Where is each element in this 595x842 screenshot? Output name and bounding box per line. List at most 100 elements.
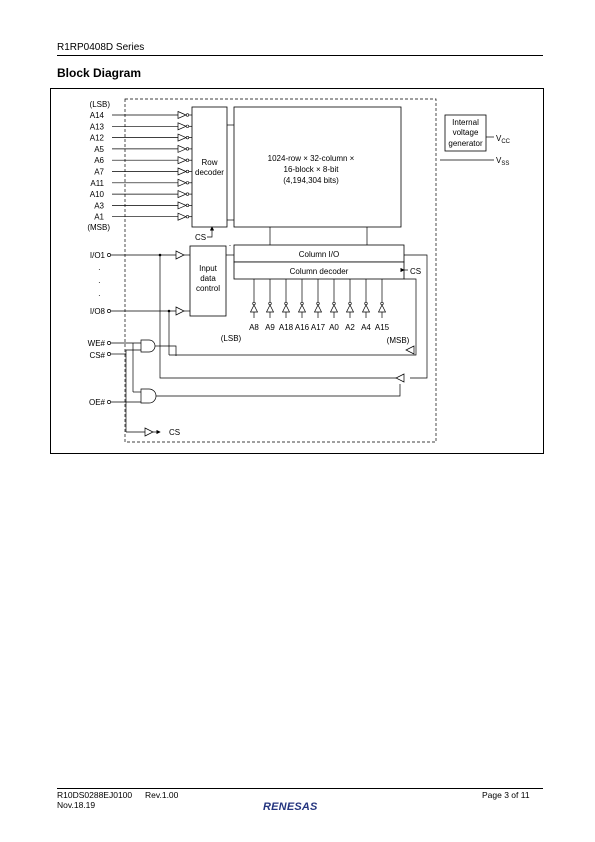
row-address-buffer xyxy=(177,156,187,165)
row-address-label: A5 xyxy=(94,145,104,154)
column-address-label: A0 xyxy=(329,323,339,332)
row-address-label: A1 xyxy=(94,213,104,222)
footer-revision: Rev.1.00 xyxy=(145,790,179,800)
column-msb-label: (MSB) xyxy=(387,336,410,345)
row-address-buffer xyxy=(177,110,187,120)
column-address-buffer xyxy=(297,304,307,313)
row-address-buffer xyxy=(177,167,187,176)
column-address-buffer xyxy=(265,304,275,313)
row-decoder-block xyxy=(191,106,228,228)
row-address-bubble xyxy=(185,192,190,196)
row-decoder-label-1: Row xyxy=(201,158,217,167)
input-data-control-line-1: Input xyxy=(199,264,218,273)
footer-date: Nov.18.19 xyxy=(57,800,96,810)
row-address-label: A14 xyxy=(90,111,105,120)
column-address-bubble xyxy=(364,301,368,306)
row-address-bubble xyxy=(185,169,190,174)
column-address-buffer xyxy=(377,304,387,313)
header-rule xyxy=(57,55,543,56)
row-decoder-cs-label: CS xyxy=(195,233,206,242)
chip-boundary xyxy=(124,98,437,443)
row-address-bubble xyxy=(185,124,190,128)
io1-label: I/O1 xyxy=(90,251,106,260)
row-address-buffer xyxy=(177,212,187,221)
renesas-logo: RENESAS xyxy=(263,801,318,813)
voltage-generator-line-1: Internal xyxy=(452,118,479,127)
io-ellipsis-3: · xyxy=(98,291,101,300)
row-address-label: A3 xyxy=(94,201,104,210)
column-address-bubble xyxy=(284,301,288,306)
oe-and-gate xyxy=(140,388,157,404)
row-address-bubble xyxy=(185,203,190,207)
row-address-buffer xyxy=(177,190,187,199)
cs-n-label: CS# xyxy=(89,351,105,360)
header-series: R1RP0408D Series xyxy=(57,42,145,53)
row-msb-label: (MSB) xyxy=(87,223,110,232)
column-address-label: A4 xyxy=(361,323,371,332)
voltage-generator-line-2: voltage xyxy=(453,128,479,137)
row-lsb-label: (LSB) xyxy=(90,100,111,109)
memory-array-line-1: 1024-row × 32-column × xyxy=(268,154,355,163)
column-address-buffer xyxy=(361,304,371,313)
cs-output-label: CS xyxy=(169,428,180,437)
column-address-label: A18 xyxy=(279,323,294,332)
vcc-label: VCC xyxy=(496,134,511,145)
column-address-bubble xyxy=(332,301,336,306)
input-data-control-block xyxy=(189,245,227,317)
column-address-bubble xyxy=(316,301,320,306)
voltage-generator-line-3: generator xyxy=(448,139,483,148)
row-address-buffer xyxy=(177,122,187,131)
memory-array-block xyxy=(233,106,402,228)
io-ellipsis-2: · xyxy=(98,278,101,287)
column-address-buffer xyxy=(313,304,323,313)
column-address-bubble xyxy=(300,301,304,306)
io-ellipsis-1: · xyxy=(98,265,101,274)
row-address-bubble xyxy=(185,158,190,162)
row-address-label: A10 xyxy=(90,190,105,199)
row-address-buffer xyxy=(177,201,187,210)
column-address-bubble xyxy=(380,301,384,306)
column-address-buffer xyxy=(249,304,259,313)
column-address-bubble xyxy=(348,301,352,306)
column-address-bubble xyxy=(268,301,272,306)
footer-doc-id: R10DS0288EJ0100 xyxy=(57,790,133,800)
column-address-label: A9 xyxy=(265,323,275,332)
row-address-buffer xyxy=(177,178,187,187)
memory-array-line-2: 16-block × 8-bit xyxy=(284,165,340,174)
footer-page: Page 3 of 11 xyxy=(482,790,530,800)
row-decoder-label-2: decoder xyxy=(195,168,224,177)
we-and-gate xyxy=(140,339,156,353)
vss-label: VSS xyxy=(496,156,509,167)
io8-label: I/O8 xyxy=(90,307,106,316)
column-decoder-cs-label: CS xyxy=(410,267,421,276)
row-address-label: A7 xyxy=(94,168,104,177)
input-data-control-line-3: control xyxy=(196,284,220,293)
row-address-buffer xyxy=(177,144,187,153)
column-io-label: Column I/O xyxy=(299,250,339,259)
oe-label: OE# xyxy=(89,398,106,407)
column-address-buffer xyxy=(345,304,355,313)
column-decoder-label: Column decoder xyxy=(290,267,349,276)
memory-array-line-3: (4,194,304 bits) xyxy=(283,176,339,185)
row-address-bubble xyxy=(185,215,190,219)
column-lsb-label: (LSB) xyxy=(221,334,242,343)
cs-buffer xyxy=(144,427,154,437)
row-address-bubble xyxy=(185,136,190,140)
row-address-label: A6 xyxy=(94,156,104,165)
row-address-bubble xyxy=(185,113,190,117)
footer-rule xyxy=(57,788,543,789)
diagram-frame xyxy=(50,88,544,454)
section-title: Block Diagram xyxy=(57,66,142,80)
row-address-label: A11 xyxy=(90,179,104,188)
we-label: WE# xyxy=(88,339,106,348)
column-address-label: A8 xyxy=(249,323,259,332)
row-address-label: A12 xyxy=(90,134,105,143)
row-address-bubble xyxy=(185,181,190,185)
row-address-bubble xyxy=(185,147,190,151)
row-address-buffer xyxy=(177,133,187,142)
input-data-control-line-2: data xyxy=(200,274,216,283)
column-address-buffer xyxy=(281,304,291,313)
